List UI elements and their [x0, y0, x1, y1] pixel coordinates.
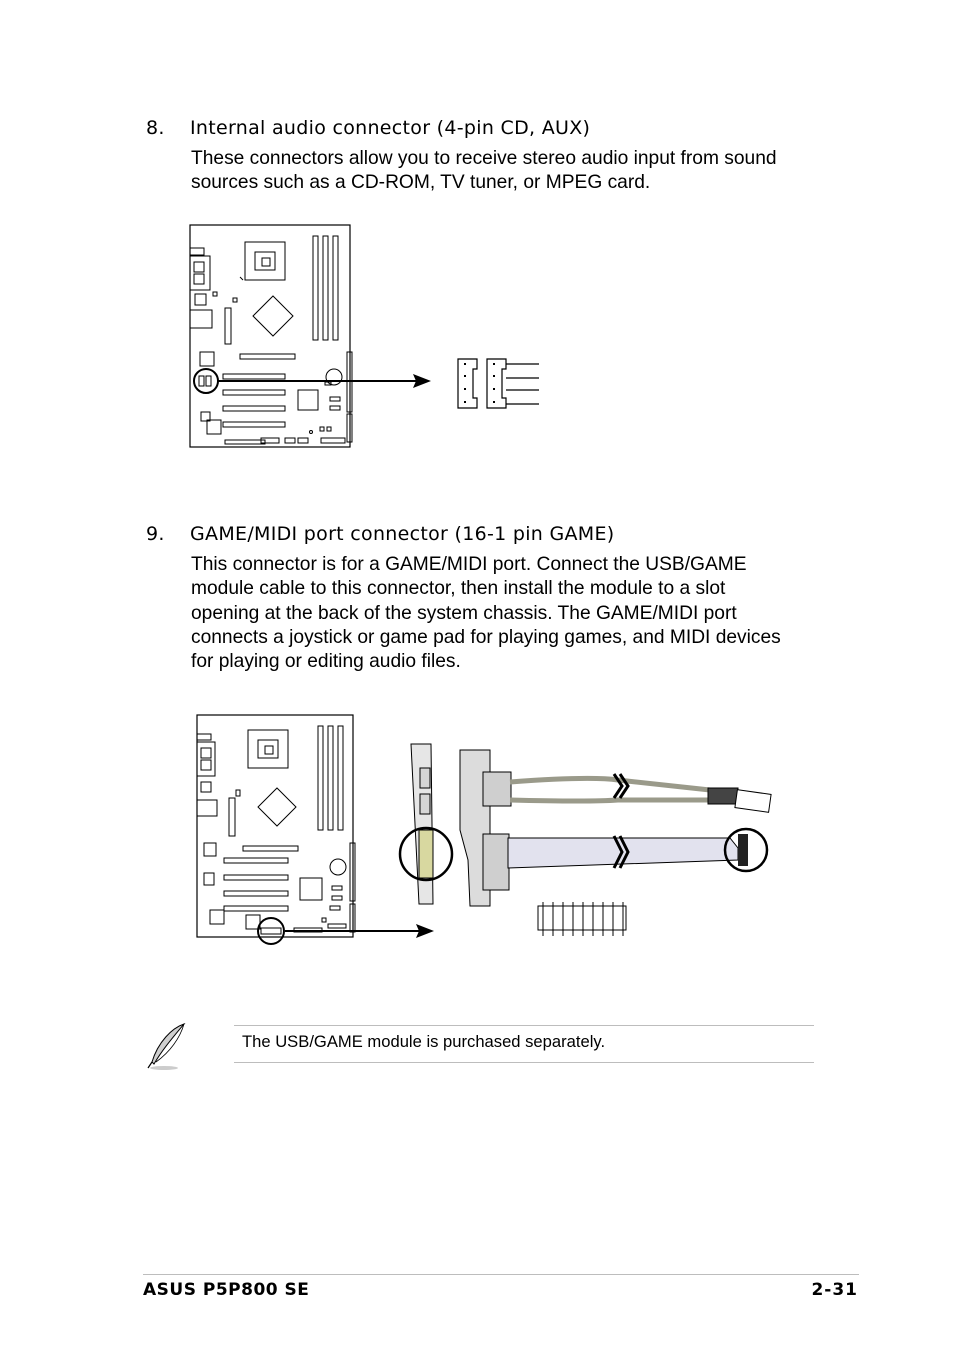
footer-product-name: ASUS P5P800 SE	[143, 1280, 310, 1300]
game-header-pinout	[537, 902, 627, 936]
section-9-line: This connector is for a GAME/MIDI port. …	[191, 554, 747, 575]
footer-rule	[143, 1274, 859, 1275]
section-8-heading: 8. Internal audio connector (4-pin CD, AU…	[146, 117, 590, 139]
section-8-title: Internal audio connector (4-pin CD, AUX)	[190, 117, 591, 139]
usb-cable	[509, 775, 711, 804]
game-midi-connector-diagram	[196, 714, 772, 945]
note-text: The USB/GAME module is purchased separat…	[242, 1032, 606, 1051]
section-9-line: module cable to this connector, then ins…	[191, 578, 726, 600]
note-bottom-rule	[234, 1062, 814, 1063]
section-8-line: sources such as a CD-ROM, TV tuner, or M…	[191, 172, 651, 194]
game-port-highlight-circle	[398, 826, 454, 882]
section-9-number: 9.	[146, 523, 165, 545]
section-8-number: 8.	[146, 117, 165, 139]
audio-connector-diagram	[189, 224, 539, 448]
cable-connector-highlight-circle	[723, 827, 769, 873]
connector-highlight-circle	[257, 917, 285, 945]
section-9-line: for playing or editing audio files.	[191, 651, 461, 673]
module-side-view	[459, 749, 512, 907]
motherboard-layout-diagram	[189, 224, 353, 448]
section-8-line: These connectors allow you to receive st…	[191, 148, 777, 169]
section-9-title: GAME/MIDI port connector (16-1 pin GAME)	[190, 523, 615, 545]
section-9-description: This connector is for a GAME/MIDI port. …	[191, 553, 781, 674]
footer-page-number: 2-31	[811, 1280, 858, 1300]
cd-aux-connector-pins	[457, 358, 539, 409]
section-9-heading: 9. GAME/MIDI port connector (16-1 pin GAM…	[146, 523, 615, 545]
note-top-rule	[234, 1025, 814, 1026]
feather-pen-icon	[147, 1022, 186, 1070]
motherboard-layout-diagram	[196, 714, 356, 938]
section-8-description: These connectors allow you to receive st…	[191, 147, 777, 196]
section-9-line: connects a joystick or game pad for play…	[191, 626, 781, 648]
section-9-line: opening at the back of the system chassi…	[191, 602, 737, 624]
game-module-bracket	[410, 743, 434, 905]
